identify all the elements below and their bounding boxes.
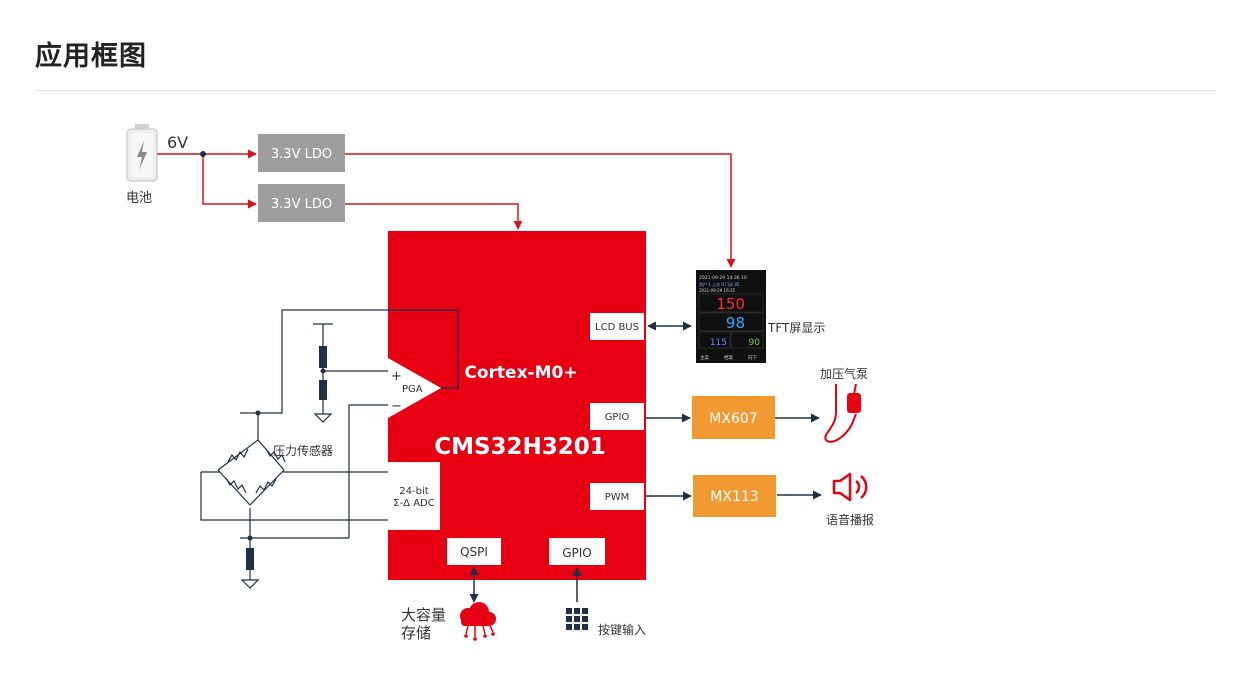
port-qspi: QSPI — [447, 538, 501, 565]
storage-label-line2: 存储 — [401, 624, 431, 642]
tft-btn3: 向下 — [748, 354, 757, 361]
pga-minus: − — [391, 399, 402, 414]
resistor-bridge — [246, 548, 254, 570]
speaker-icon — [832, 472, 868, 502]
port-gpio-right: GPIO — [590, 403, 644, 430]
ldo-1-label: 3.3V LDO — [271, 147, 332, 162]
tft-btn2: 档案 — [724, 354, 733, 361]
tft-sys-value: 150 — [716, 295, 745, 313]
ground-icon — [240, 413, 333, 589]
tft-date-top: 2021-09-29 14:36 10 — [699, 275, 747, 281]
tft-pulse-value: 115 — [710, 338, 727, 348]
tft-date2: 2021-09-29 16:35 — [699, 288, 736, 293]
pga-plus: + — [391, 369, 402, 384]
port-pwm: PWM — [590, 483, 644, 510]
resistor-lower — [319, 380, 327, 400]
tft-value4: 90 — [749, 338, 761, 348]
port-lcd-bus-label: LCD BUS — [595, 322, 639, 333]
sensor-label: 压力传感器 — [273, 443, 333, 458]
audio-driver-block: MX113 — [693, 475, 776, 517]
port-qspi-label: QSPI — [460, 545, 488, 559]
voltage-label: 6V — [167, 133, 188, 152]
tft-row2: 用户 1 上次 0 门诊 05 — [699, 281, 740, 287]
peripheral-wires — [469, 321, 822, 603]
title-divider — [35, 90, 1216, 91]
resistor-upper — [319, 346, 327, 368]
port-pwm-label: PWM — [605, 492, 630, 503]
pga-amplifier: PGA + − — [388, 358, 441, 418]
adc-line1: 24-bit — [399, 486, 428, 497]
keypad-icon — [566, 608, 588, 630]
port-gpio-right-label: GPIO — [605, 412, 630, 423]
battery-icon — [126, 124, 158, 182]
mcu-core-label: Cortex-M0+ — [464, 363, 577, 383]
ldo-block-2: 3.3V LDO — [258, 184, 345, 222]
tft-btn1: 主菜 — [700, 354, 709, 361]
tft-label: TFT屏显示 — [767, 321, 825, 335]
bridge-resistors — [225, 448, 286, 494]
junction-dots — [247, 368, 326, 541]
battery-label: 电池 — [126, 191, 152, 206]
ldo-2-label: 3.3V LDO — [271, 197, 332, 212]
cloud-storage-icon — [460, 602, 496, 641]
audio-label: 语音播报 — [826, 512, 874, 527]
air-pump-icon — [824, 383, 861, 443]
audio-driver-label: MX113 — [710, 489, 758, 505]
pump-driver-block: MX607 — [692, 396, 775, 439]
mcu-block: Cortex-M0+ CMS32H3201 PGA + − 24-bit Σ-Δ… — [388, 231, 646, 580]
adc-line2: Σ-Δ ADC — [393, 498, 434, 509]
adc-block: 24-bit Σ-Δ ADC — [388, 462, 440, 530]
page-title: 应用框图 — [35, 41, 147, 72]
pump-driver-label: MX607 — [709, 411, 757, 427]
port-gpio-bottom-label: GPIO — [562, 546, 592, 560]
mcu-name-label: CMS32H3201 — [434, 434, 606, 460]
pga-label: PGA — [402, 384, 423, 395]
tft-dia-value: 98 — [726, 314, 745, 332]
storage-label-line1: 大容量 — [401, 606, 446, 624]
keys-label: 按键输入 — [598, 622, 646, 637]
power-wires — [157, 149, 736, 268]
pump-label: 加压气泵 — [820, 366, 868, 381]
junction-dot — [200, 151, 206, 157]
ldo-block-1: 3.3V LDO — [258, 134, 345, 172]
port-lcd-bus: LCD BUS — [590, 313, 644, 340]
port-gpio-bottom: GPIO — [549, 538, 605, 565]
tft-screen: 2021-09-29 14:36 10 用户 1 上次 0 门诊 05 2021… — [696, 270, 766, 363]
